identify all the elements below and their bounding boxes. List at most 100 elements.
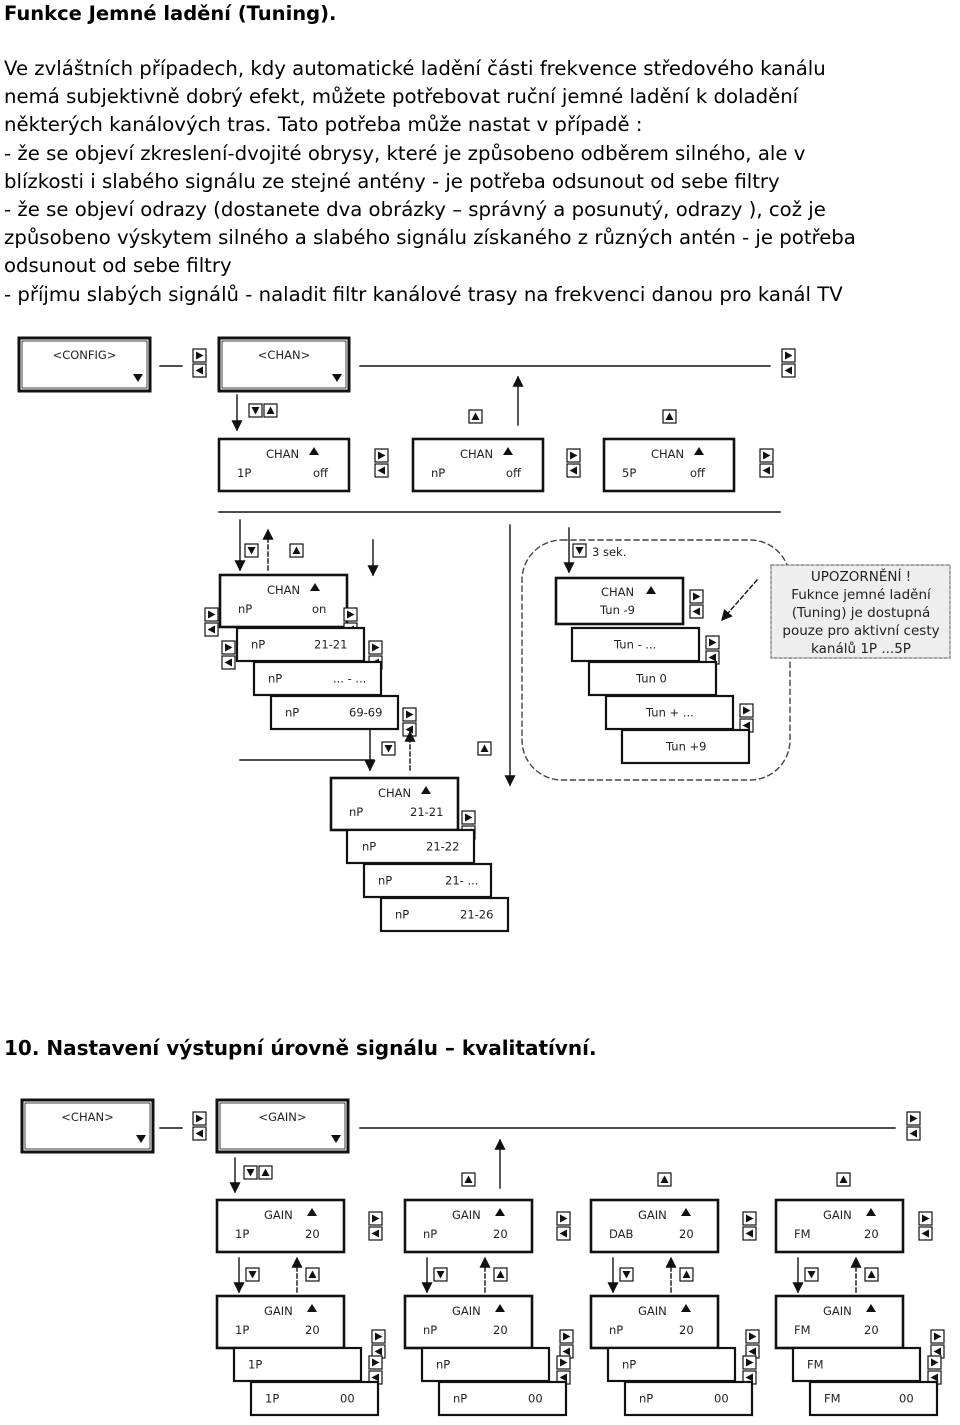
lcd-value: Tun -9	[599, 603, 635, 617]
arrow-down-icon	[384, 745, 393, 753]
lcd-value: 20	[493, 1227, 508, 1241]
lcd-label: GAIN	[452, 1208, 481, 1222]
arrow-left-icon	[930, 1373, 938, 1382]
paragraph-line: - že se objeví zkreslení-dvojité obrysy,…	[4, 141, 806, 165]
lcd-value: 20	[305, 1227, 320, 1241]
menu-frame	[215, 1098, 350, 1154]
triangle-up-icon	[681, 1208, 691, 1216]
triangle-down-icon	[136, 1135, 146, 1143]
arrow-left-icon	[371, 1373, 379, 1382]
lcd-value: 21-21	[410, 805, 443, 819]
triangle-up-icon	[309, 447, 319, 455]
paragraph-line: - že se objeví odrazy (dostanete dva obr…	[4, 198, 826, 222]
lcd-channel: nP	[378, 874, 392, 888]
arrow-up-icon	[665, 412, 674, 420]
arrow-left-icon	[371, 1229, 379, 1238]
paragraph-line: blízkosti i slabého signálu ze stejné an…	[4, 169, 780, 193]
lcd-channel: nP	[362, 840, 376, 854]
paragraph-line: Ve zvláštních případech, kdy automatické…	[4, 57, 826, 80]
lcd-channel: 1P	[235, 1323, 249, 1337]
lcd-value: 20	[864, 1323, 879, 1337]
lcd-label: CHAN	[267, 583, 300, 597]
lcd-frame	[554, 576, 685, 626]
lcd-label: CHAN	[601, 585, 634, 599]
arrow-left-icon	[374, 1347, 382, 1356]
arrow-left-icon	[224, 658, 232, 667]
lcd-value: 20	[679, 1227, 694, 1241]
lcd-value: 00	[899, 1392, 914, 1406]
lcd-channel: FM	[794, 1323, 811, 1337]
lcd-frame	[403, 1198, 534, 1254]
lcd-frame	[215, 1294, 346, 1350]
lcd-frame	[269, 694, 400, 731]
arrow-right-icon	[347, 610, 355, 619]
arrow-right-icon	[931, 1358, 939, 1367]
lcd-value: 00	[340, 1392, 355, 1406]
menu-label: <CONFIG>	[53, 348, 117, 362]
arrow-left-icon	[745, 1229, 753, 1238]
paragraph-line: nemá subjektivně dobrý efekt, můžete pot…	[4, 85, 799, 109]
arrow-right-icon	[196, 1114, 204, 1123]
arrow-up-icon	[839, 1175, 848, 1183]
lcd-label: GAIN	[264, 1208, 293, 1222]
arrow-left-icon	[559, 1229, 567, 1238]
lcd-channel: nP	[349, 805, 363, 819]
menu-label: <CHAN>	[61, 1110, 113, 1124]
triangle-up-icon	[866, 1304, 876, 1312]
arrow-right-icon	[208, 610, 216, 619]
lcd-value: 20	[305, 1323, 320, 1337]
lcd-frame	[604, 694, 735, 731]
lcd-value: Tun 0	[635, 672, 667, 686]
arrow-left-icon	[195, 1129, 203, 1138]
lcd-frame	[589, 1198, 720, 1254]
lcd-frame	[420, 1346, 551, 1383]
lcd-frame	[362, 862, 493, 899]
lcd-channel: nP	[423, 1227, 437, 1241]
menu-inner-frame	[21, 340, 148, 389]
lcd-value: 20	[864, 1227, 879, 1241]
warning-line: pouze pro aktivní cesty	[782, 623, 939, 639]
lcd-channel: 1P	[235, 1227, 249, 1241]
arrow-right-icon	[693, 592, 701, 601]
triangle-up-icon	[310, 583, 320, 591]
arrow-up-icon	[292, 546, 301, 554]
lcd-value: 21- ...	[445, 874, 478, 888]
triangle-up-icon	[495, 1208, 505, 1216]
arrow-right-icon	[372, 643, 380, 652]
arrow-left-icon	[748, 1347, 756, 1356]
paragraph-line: odsunout od sebe filtry	[4, 254, 232, 278]
menu-label: <GAIN>	[258, 1110, 306, 1124]
lcd-label: GAIN	[638, 1304, 667, 1318]
lcd-channel: nP	[268, 672, 282, 686]
lcd-channel: nP	[622, 1358, 636, 1372]
arrow-down-icon	[251, 407, 260, 415]
warning-box	[770, 564, 951, 659]
lcd-label: GAIN	[823, 1304, 852, 1318]
lcd-value: 69-69	[349, 706, 382, 720]
lcd-channel: FM	[824, 1392, 841, 1406]
warning-line: (Tuning) je dostupná	[792, 605, 930, 621]
arrow-right-icon	[763, 451, 771, 460]
lcd-frame	[587, 660, 718, 697]
arrow-left-icon	[569, 466, 577, 475]
menu-frame	[217, 336, 351, 393]
lcd-frame	[218, 573, 349, 629]
lcd-label: CHAN	[378, 786, 411, 800]
lcd-value: 21-26	[460, 908, 493, 922]
arrow-right-icon	[910, 1114, 918, 1123]
arrow-right-icon	[196, 351, 204, 360]
lcd-channel: 5P	[622, 466, 636, 480]
arrow-right-icon	[746, 1214, 754, 1223]
lcd-frame	[623, 1380, 754, 1417]
menu-label: <CHAN>	[258, 348, 310, 362]
arrow-right-icon	[560, 1214, 568, 1223]
triangle-down-icon	[133, 374, 143, 382]
triangle-up-icon	[646, 586, 656, 594]
lcd-channel: 1P	[265, 1392, 279, 1406]
lcd-value: ... - ...	[333, 672, 366, 686]
menu-inner-frame	[221, 340, 347, 389]
lcd-frame	[808, 1380, 939, 1417]
arrow-left-icon	[745, 1373, 753, 1382]
arrow-right-icon	[375, 1332, 383, 1341]
triangle-up-icon	[694, 447, 704, 455]
